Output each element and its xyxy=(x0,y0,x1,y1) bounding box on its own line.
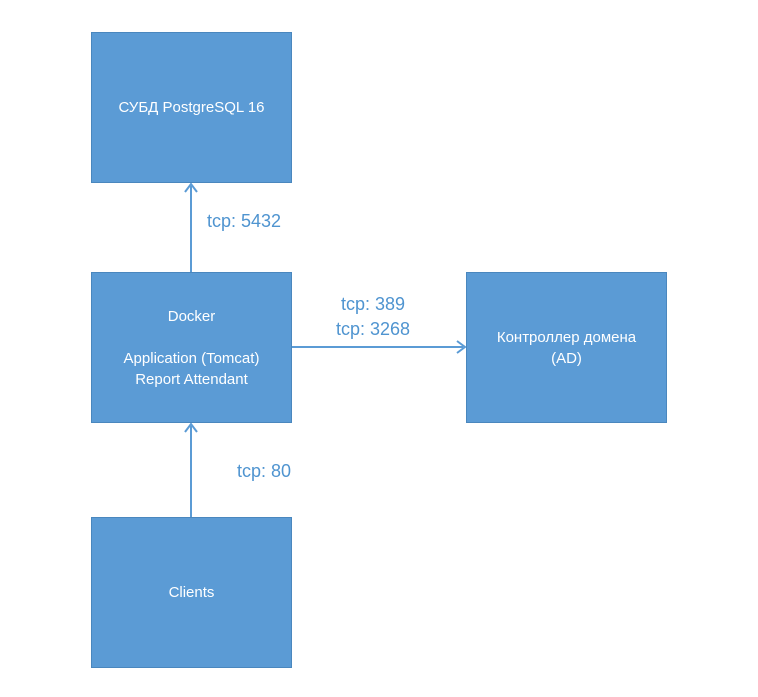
docker-node: Docker Application (Tomcat) Report Atten… xyxy=(91,272,292,423)
arrow-docker-to-db xyxy=(184,182,198,272)
docker-node-title: Docker xyxy=(167,307,216,325)
arrow-docker-to-ad xyxy=(292,340,467,354)
ad-node-sublabel: (AD) xyxy=(551,349,582,367)
ad-node-label: Контроллер домена xyxy=(496,328,637,346)
postgresql-db-node: СУБД PostgreSQL 16 xyxy=(91,32,292,183)
docker-node-report-label: Report Attendant xyxy=(135,370,248,388)
connector-label-ldap-port: tcp: 389 xyxy=(341,294,406,314)
clients-node: Clients xyxy=(91,517,292,668)
domain-controller-node: Контроллер домена (AD) xyxy=(466,272,667,423)
arrow-clients-to-docker xyxy=(184,422,198,517)
clients-node-label: Clients xyxy=(168,584,215,601)
connector-label-db-port: tcp: 5432 xyxy=(207,211,282,231)
connector-label-ad-ports: tcp: 389 tcp: 3268 xyxy=(336,292,410,342)
db-node-label: СУБД PostgreSQL 16 xyxy=(118,99,265,116)
connector-label-http-port: tcp: 80 xyxy=(237,461,292,481)
connector-label-gc-port: tcp: 3268 xyxy=(336,319,411,339)
docker-node-app-label: Application (Tomcat) xyxy=(123,349,260,367)
